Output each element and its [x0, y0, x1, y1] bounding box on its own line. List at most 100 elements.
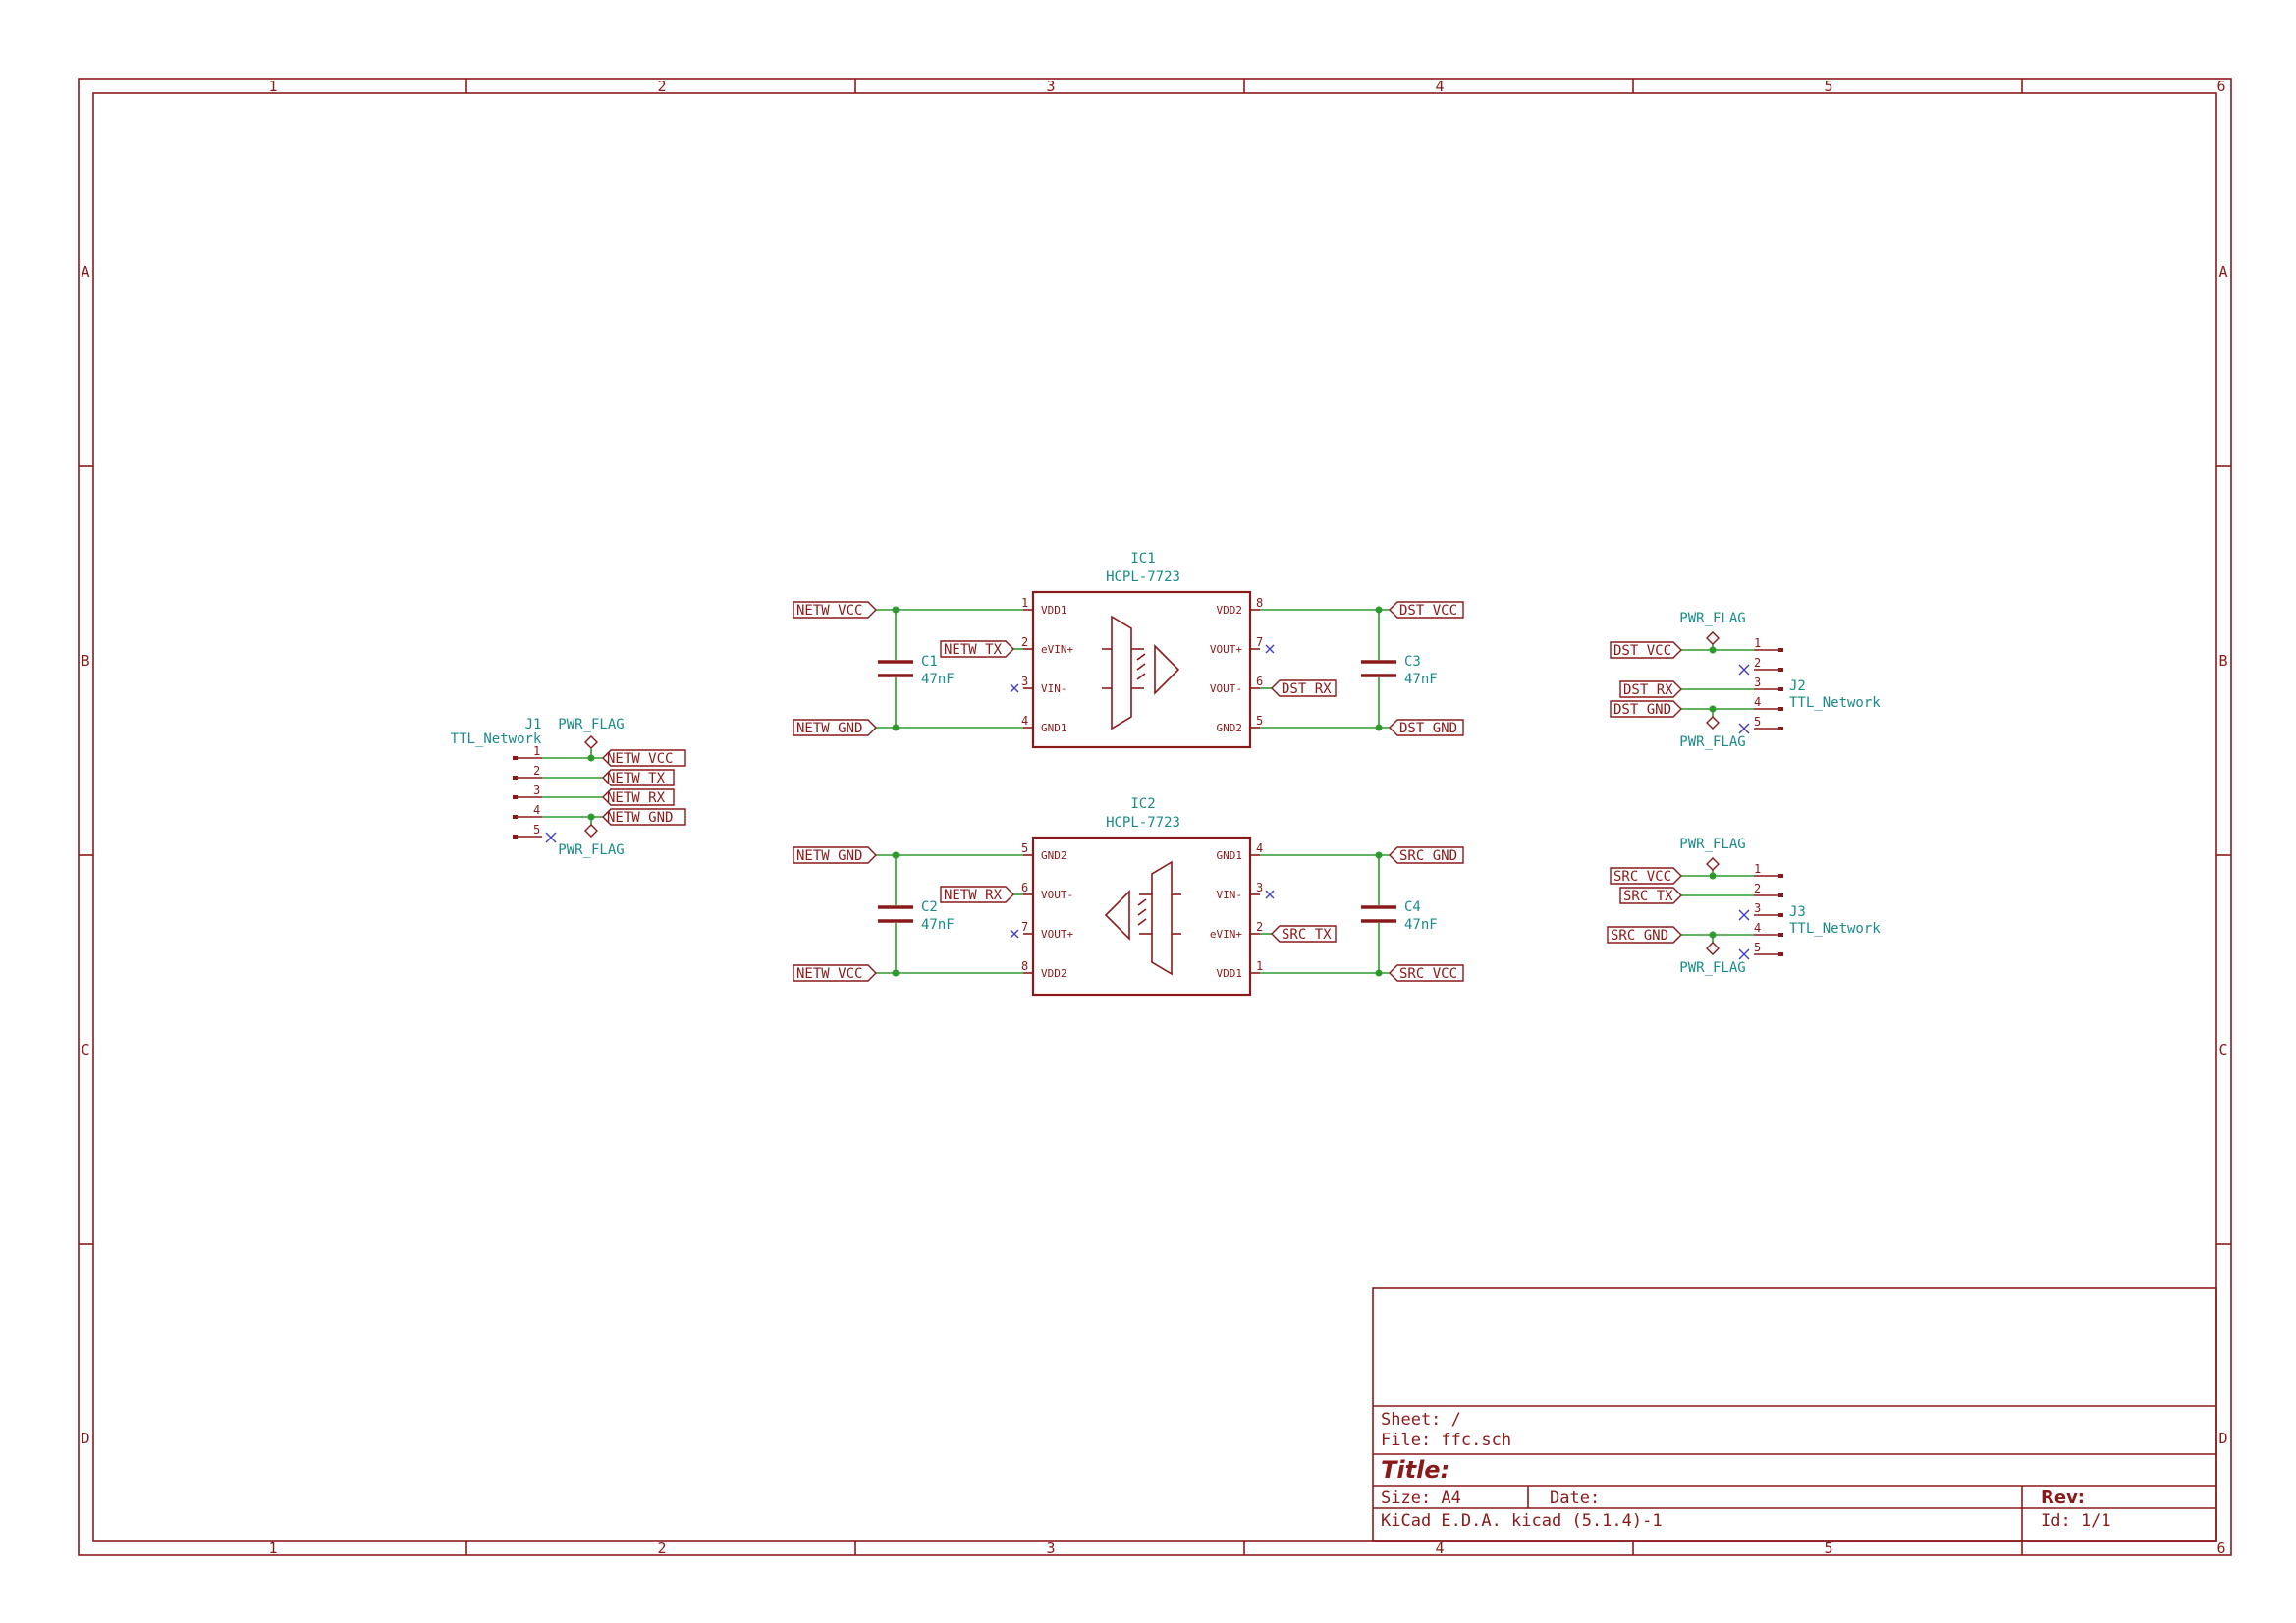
ic1-pin-num: 7	[1256, 635, 1263, 649]
power-flag-icon	[1706, 942, 1720, 955]
title-block: Sheet: / File: ffc.sch Title: Size: A4 D…	[1372, 1287, 2217, 1542]
optocoupler-icon	[1104, 860, 1181, 976]
power-flag-icon	[1706, 631, 1720, 645]
net-label-netw-vcc[interactable]: NETW_VCC	[796, 966, 862, 982]
net-label-netw-rx[interactable]: NETW_RX	[944, 888, 1003, 903]
ic2-symbol[interactable]: IC2 HCPL-7723 5 6 7 8 4 3 2 1 GND2 VOUT-…	[1021, 796, 1263, 997]
col-label: 4	[1435, 78, 1444, 95]
col-label: 2	[657, 1540, 666, 1557]
ic1-pin-name: eVIN+	[1041, 643, 1073, 656]
ic1-pin-name: GND2	[1217, 722, 1243, 734]
ic1-pin-num: 6	[1256, 675, 1263, 688]
col-label: 5	[1824, 78, 1832, 95]
net-label-dst-vcc[interactable]: DST_VCC	[1613, 643, 1671, 659]
net-label-dst-vcc[interactable]: DST_VCC	[1399, 603, 1457, 619]
pwr-flag-label: PWR_FLAG	[558, 842, 624, 858]
ic1-pin-name: VDD2	[1217, 604, 1243, 617]
net-label-src-vcc[interactable]: SRC_VCC	[1399, 966, 1457, 982]
no-connect-icon	[1010, 683, 1019, 693]
row-label: A	[81, 263, 89, 281]
net-label-netw-gnd[interactable]: NETW_GND	[607, 810, 673, 826]
date-label: Date:	[1550, 1488, 1600, 1508]
ic1-pin-num: 8	[1256, 596, 1263, 610]
ic2-pin-num: 6	[1021, 881, 1028, 894]
col-label: 1	[268, 78, 277, 95]
net-label-dst-rx[interactable]: DST_RX	[1623, 682, 1673, 698]
tool-version: KiCad E.D.A. kicad (5.1.4)-1	[1381, 1511, 1663, 1531]
col-label: 3	[1046, 78, 1055, 95]
ic2-pin-name: VIN-	[1217, 889, 1243, 901]
j3-pin-num: 1	[1754, 862, 1761, 876]
ic1-pin-num: 2	[1021, 635, 1028, 649]
net-label-src-gnd[interactable]: SRC_GND	[1399, 848, 1457, 864]
col-label: 2	[657, 78, 666, 95]
sheet-name: Sheet: /	[1381, 1410, 1461, 1430]
power-flag-icon	[584, 735, 598, 749]
net-label-netw-rx[interactable]: NETW_RX	[607, 790, 666, 806]
c2-value: 47nF	[921, 917, 955, 933]
size-label: Size: A4	[1381, 1488, 1461, 1508]
pwr-flag-label: PWR_FLAG	[1679, 960, 1745, 976]
ic1-pin-name: VIN-	[1041, 682, 1067, 695]
capacitor-c4[interactable]: C4 47nF	[1361, 899, 1438, 933]
row-label: C	[2218, 1041, 2227, 1058]
power-flag-icon	[584, 824, 598, 838]
row-label: D	[2218, 1430, 2227, 1447]
capacitor-c1[interactable]: C1 47nF	[878, 654, 955, 687]
row-label: B	[2218, 652, 2227, 670]
connector-j3[interactable]: 1 2 3 4 5 J3 TTL_Network PWR_FLAG PWR_FL…	[1607, 837, 1881, 976]
net-label-netw-tx[interactable]: NETW_TX	[607, 771, 666, 786]
j3-pin-num: 3	[1754, 901, 1761, 915]
net-label-src-gnd[interactable]: SRC_GND	[1611, 928, 1668, 944]
net-label-src-vcc[interactable]: SRC_VCC	[1613, 869, 1671, 885]
net-label-dst-gnd[interactable]: DST_GND	[1399, 721, 1457, 736]
ic2-pin-num: 2	[1256, 920, 1263, 934]
net-label-netw-gnd[interactable]: NETW_GND	[796, 848, 862, 864]
net-label-netw-vcc[interactable]: NETW_VCC	[607, 751, 673, 767]
c1-ref: C1	[921, 654, 938, 670]
ic2-value: HCPL-7723	[1106, 815, 1180, 831]
connector-j1[interactable]: J1 TTL_Network 1 2 3 4 5 PWR_FLAG PWR_FL…	[451, 717, 686, 858]
pwr-flag-label: PWR_FLAG	[1679, 734, 1745, 750]
j1-pin-num: 2	[533, 764, 540, 778]
ic1-symbol[interactable]: IC1 HCPL-7723 1 2 3 4 8 7 6 5 VDD1 eVIN+…	[1021, 551, 1263, 749]
ic1-pin-num: 1	[1021, 596, 1028, 610]
j3-pin-num: 2	[1754, 882, 1761, 895]
ic2-pin-name: VDD2	[1041, 967, 1067, 980]
no-connect-icon	[1738, 723, 1750, 734]
j2-pin-num: 1	[1754, 636, 1761, 650]
j2-pin-num: 3	[1754, 676, 1761, 689]
c4-value: 47nF	[1404, 917, 1438, 933]
net-label-dst-gnd[interactable]: DST_GND	[1613, 702, 1671, 718]
c3-value: 47nF	[1404, 672, 1438, 687]
rev-label: Rev:	[2041, 1488, 2085, 1508]
ic2-pin-num: 1	[1256, 959, 1263, 973]
capacitor-c2[interactable]: C2 47nF	[878, 899, 955, 933]
no-connect-icon	[1738, 664, 1750, 676]
ic2-pin-name: eVIN+	[1210, 928, 1242, 941]
ic1-ref: IC1	[1130, 551, 1155, 567]
net-label-dst-rx[interactable]: DST_RX	[1282, 681, 1332, 697]
j1-ref: J1	[525, 717, 542, 732]
c1-value: 47nF	[921, 672, 955, 687]
capacitor-c3[interactable]: C3 47nF	[1361, 654, 1438, 687]
pwr-flag-label: PWR_FLAG	[1679, 837, 1745, 852]
net-label-src-tx[interactable]: SRC_TX	[1623, 889, 1673, 904]
c4-ref: C4	[1404, 899, 1421, 915]
j3-ref: J3	[1789, 904, 1806, 920]
ic1-pin-name: VDD1	[1041, 604, 1067, 617]
net-label-netw-vcc[interactable]: NETW_VCC	[796, 603, 862, 619]
row-label: D	[81, 1430, 89, 1447]
connector-j2[interactable]: 1 2 3 4 5 J2 TTL_Network PWR_FLAG PWR_FL…	[1610, 611, 1881, 750]
ic2-pin-name: GND2	[1041, 849, 1067, 862]
net-label-netw-gnd[interactable]: NETW_GND	[796, 721, 862, 736]
c3-ref: C3	[1404, 654, 1421, 670]
ic2-pin-name: GND1	[1217, 849, 1243, 862]
ic2-pin-num: 7	[1021, 920, 1028, 934]
net-label-netw-tx[interactable]: NETW_TX	[944, 642, 1003, 658]
net-label-src-tx[interactable]: SRC_TX	[1282, 927, 1332, 943]
ic2-pin-num: 3	[1256, 881, 1263, 894]
ic1-pin-name: GND1	[1041, 722, 1067, 734]
no-connect-icon	[1265, 644, 1275, 654]
